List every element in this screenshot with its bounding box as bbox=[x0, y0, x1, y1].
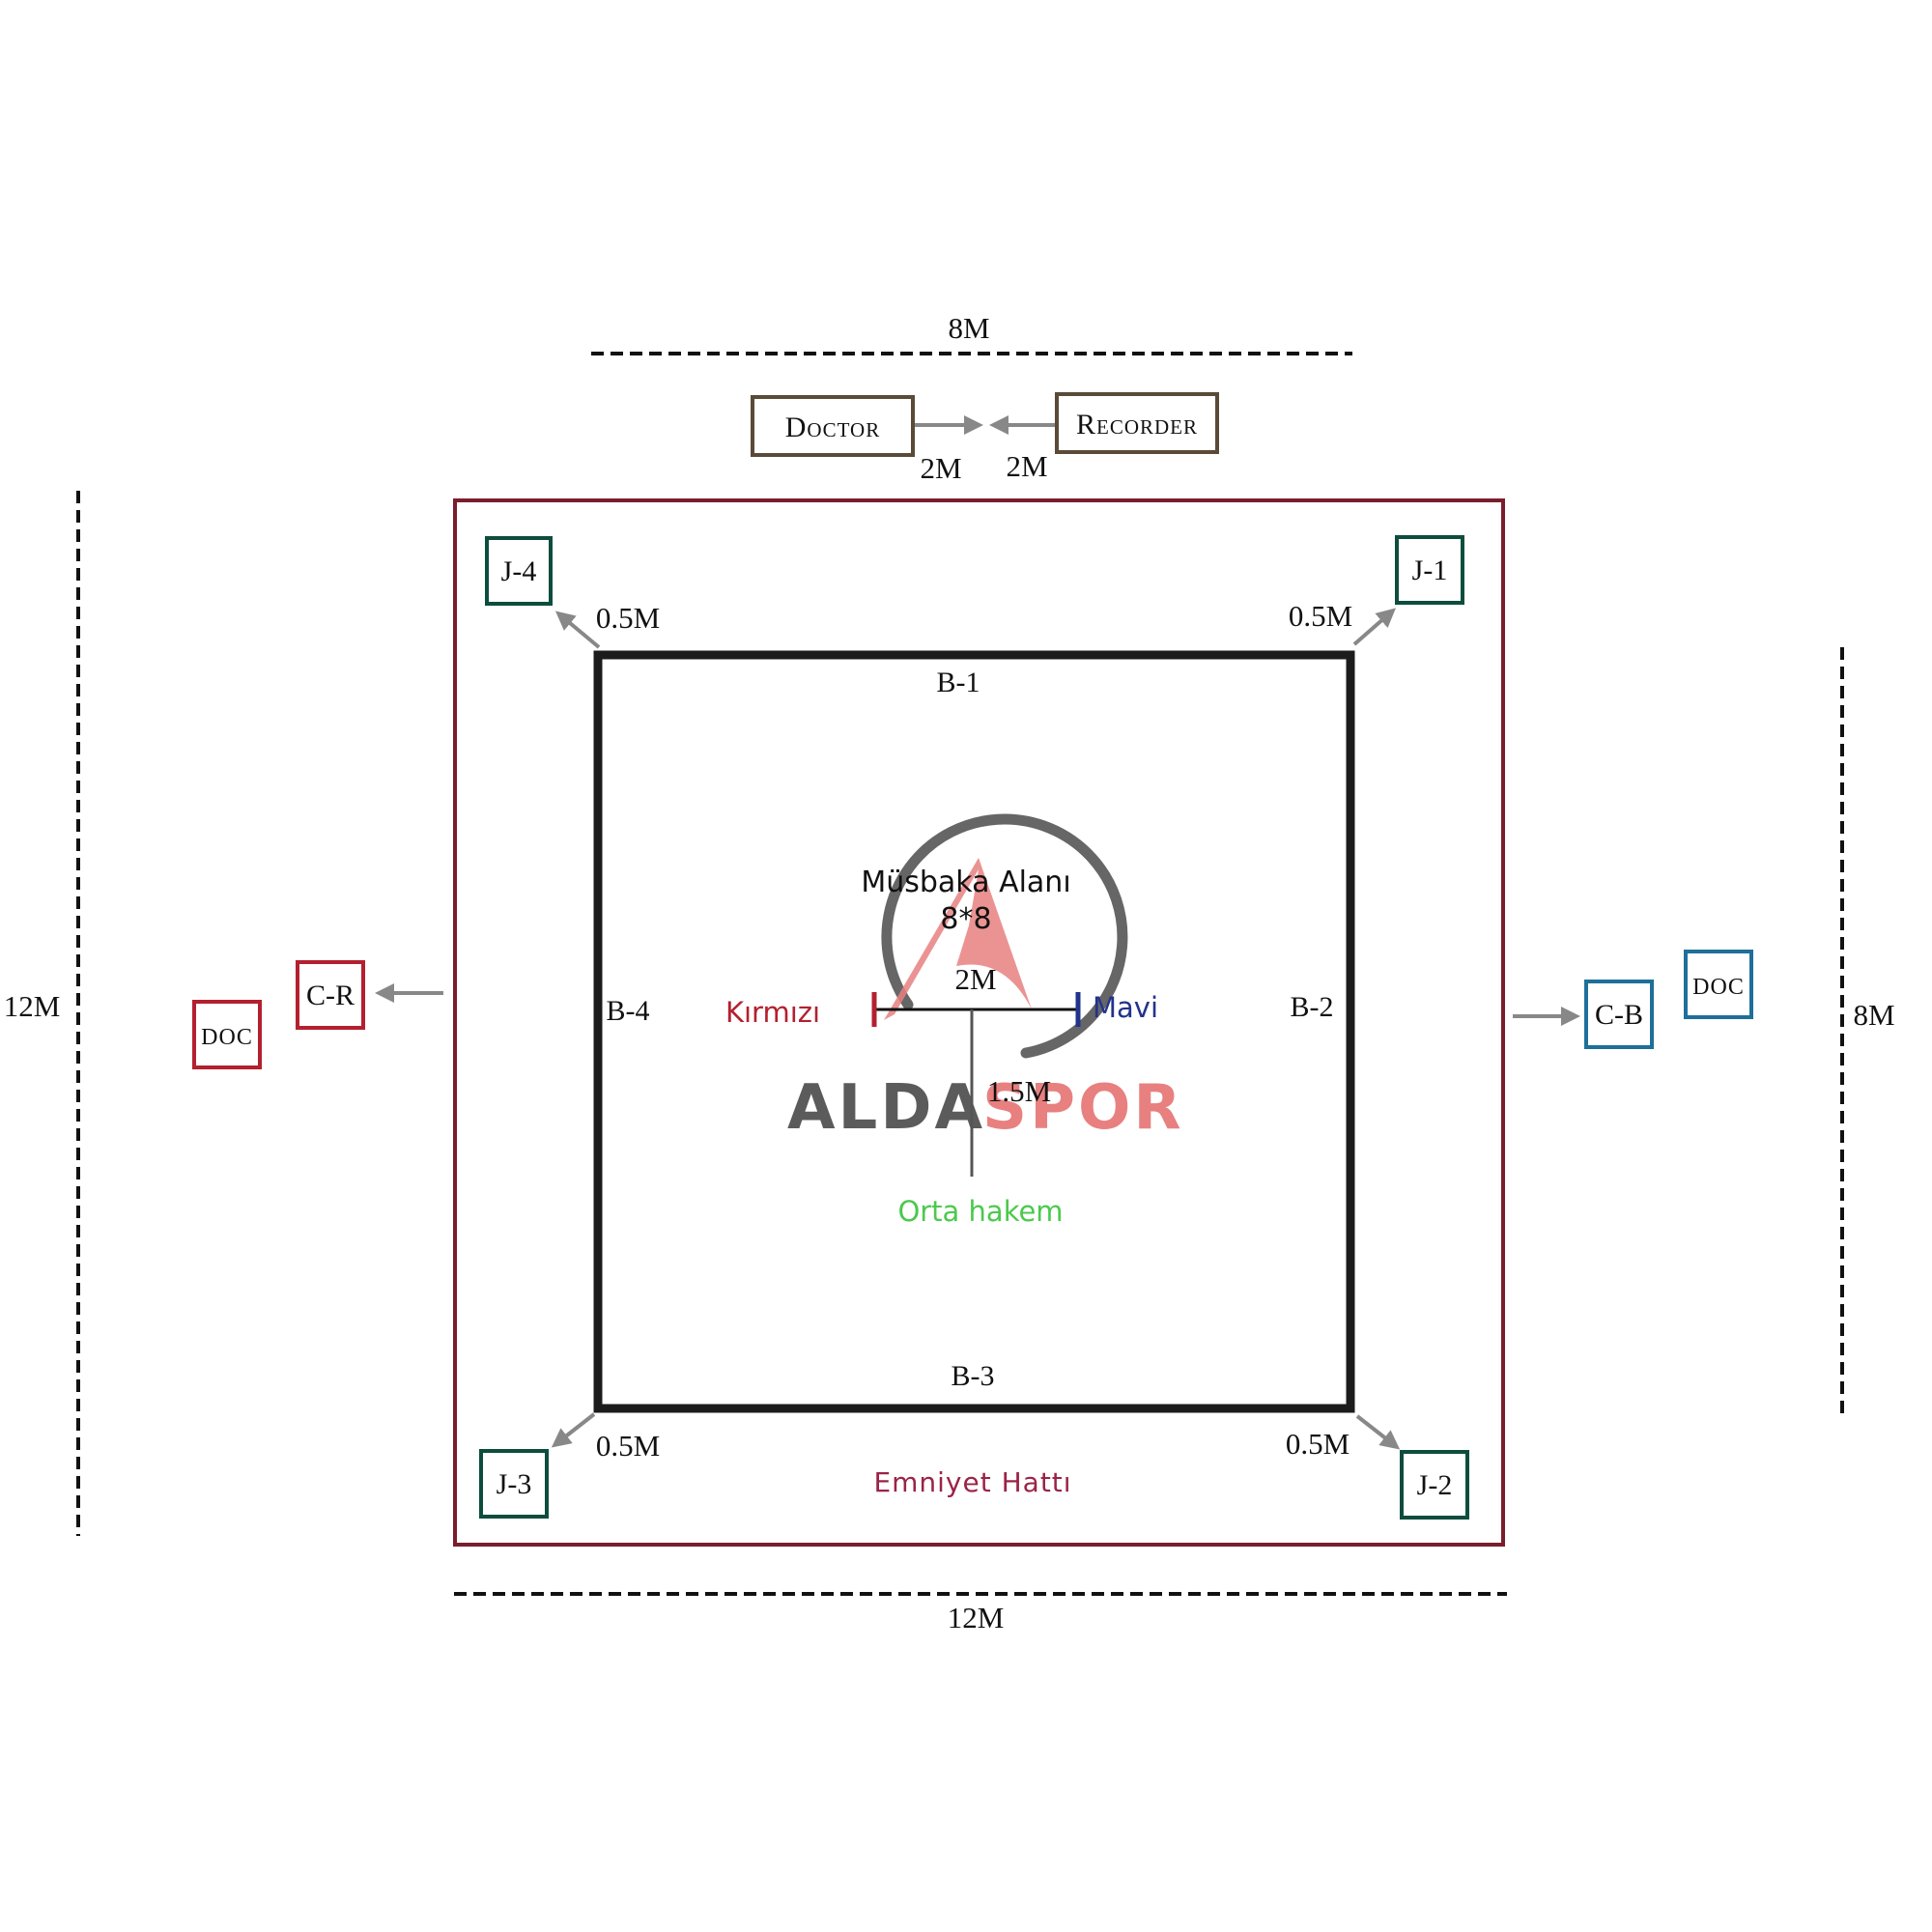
doctor-label: Doctor bbox=[785, 412, 880, 443]
judge-4-label: J-4 bbox=[501, 555, 537, 587]
doctor-box bbox=[751, 395, 915, 457]
coach-red-box bbox=[296, 960, 365, 1030]
recorder-gap-label: 2M bbox=[1006, 449, 1047, 483]
judge-2-label: J-2 bbox=[1417, 1469, 1453, 1501]
fighter-gap-label: 2M bbox=[954, 962, 996, 996]
blue-fighter-label: Mavi bbox=[1093, 991, 1158, 1024]
coach-blue-label: C-B bbox=[1595, 999, 1643, 1031]
coach-blue-box bbox=[1584, 980, 1654, 1049]
side-b3-label: B-3 bbox=[952, 1360, 995, 1392]
judge-2-offset: 0.5M bbox=[1286, 1427, 1350, 1461]
logo-ring bbox=[881, 813, 1128, 1059]
side-b4-label: B-4 bbox=[607, 995, 650, 1027]
side-b1-label: B-1 bbox=[937, 667, 980, 698]
logo-word-right: SPOR bbox=[982, 1072, 1184, 1144]
recorder-box bbox=[1055, 392, 1219, 454]
right-dimension-label: 8M bbox=[1853, 998, 1894, 1032]
doc-blue-box bbox=[1684, 950, 1753, 1019]
recorder-label: Recorder bbox=[1076, 409, 1198, 440]
judge-1-label: J-1 bbox=[1412, 554, 1448, 586]
logo-triangle bbox=[884, 858, 1032, 1020]
red-fighter-label: Kırmızı bbox=[725, 996, 820, 1029]
judge-2-arrow bbox=[1355, 1414, 1401, 1450]
judge-3-label: J-3 bbox=[497, 1468, 532, 1500]
coach-red-label: C-R bbox=[306, 980, 355, 1011]
judge-1-box bbox=[1395, 535, 1464, 605]
side-b2-label: B-2 bbox=[1291, 991, 1334, 1023]
judge-2-box bbox=[1400, 1450, 1469, 1520]
left-dimension-label: 12M bbox=[4, 989, 61, 1023]
judge-4-offset: 0.5M bbox=[596, 601, 660, 635]
area-title: Müsbaka Alanı bbox=[861, 866, 1070, 899]
logo-word-left: ALDA bbox=[787, 1072, 985, 1144]
doc-red-label: DOC bbox=[201, 1025, 253, 1050]
referee-gap-label: 1.5M bbox=[987, 1074, 1051, 1108]
top-dimension-label: 8M bbox=[948, 311, 989, 345]
safety-line-label: Emniyet Hattı bbox=[873, 1466, 1071, 1498]
referee-label: Orta hakem bbox=[897, 1195, 1063, 1228]
judge-3-box bbox=[479, 1449, 549, 1519]
doctor-gap-label: 2M bbox=[920, 451, 961, 485]
alda-spor-logo: ALDA SPOR bbox=[787, 813, 1184, 1144]
bottom-dimension-label: 12M bbox=[948, 1601, 1005, 1634]
judge-1-arrow bbox=[1352, 608, 1397, 646]
judge-3-arrow bbox=[551, 1412, 596, 1448]
competition-area-border bbox=[593, 650, 1355, 1413]
doc-blue-label: DOC bbox=[1692, 975, 1745, 1000]
judge-4-box bbox=[485, 536, 553, 606]
judge-3-offset: 0.5M bbox=[596, 1429, 660, 1463]
judge-4-arrow bbox=[554, 611, 601, 649]
judge-1-offset: 0.5M bbox=[1289, 599, 1352, 633]
area-size: 8*8 bbox=[940, 902, 991, 936]
doc-red-box bbox=[192, 1000, 262, 1069]
safety-area-border bbox=[453, 498, 1505, 1547]
